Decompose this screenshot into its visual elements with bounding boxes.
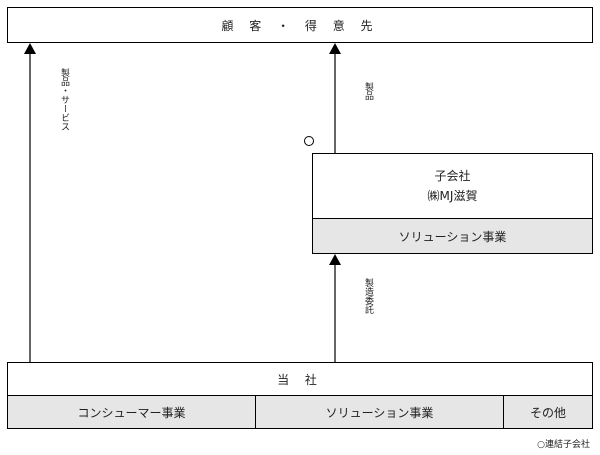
segment-solution-label: ソリューション事業	[325, 405, 434, 420]
subsidiary-title: 子会社	[434, 169, 471, 183]
customers-label: 顧 客 ・ 得 意 先	[221, 18, 379, 33]
flow-label-products: 製品	[363, 82, 373, 100]
subsidiary-name: ㈱MJ滋賀	[427, 189, 478, 203]
right-top-arrow-head	[329, 43, 341, 54]
subsidiary-segment: ソリューション事業	[312, 218, 593, 254]
flow-label-products-services: 製品・サービス	[59, 68, 69, 131]
flow-label-contract-manufacturing: 製造委託	[363, 278, 373, 314]
left-arrow-head	[24, 43, 36, 54]
company-label: 当 社	[277, 372, 323, 387]
segment-consumer: コンシューマー事業	[7, 395, 256, 429]
segment-other: その他	[503, 395, 593, 429]
consolidated-subsidiary-marker	[304, 136, 314, 146]
segment-solution: ソリューション事業	[255, 395, 504, 429]
subsidiary-segment-label: ソリューション事業	[398, 229, 507, 244]
segment-other-label: その他	[529, 405, 566, 420]
legend-note: ○連結子会社	[537, 440, 590, 450]
customers-box: 顧 客 ・ 得 意 先	[7, 7, 593, 43]
subsidiary-box: 子会社 ㈱MJ滋賀	[312, 153, 593, 219]
segment-consumer-label: コンシューマー事業	[77, 405, 186, 420]
company-box: 当 社	[7, 362, 593, 396]
right-bottom-arrow-head	[329, 254, 341, 265]
